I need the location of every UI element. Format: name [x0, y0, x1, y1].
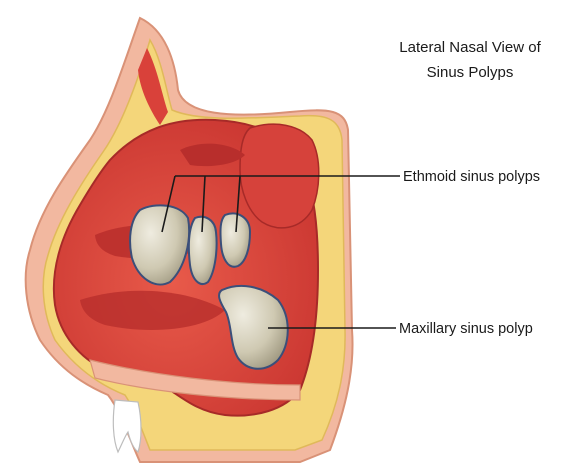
ethmoid-label: Ethmoid sinus polyps: [403, 169, 540, 185]
title-line-1: Lateral Nasal View of: [399, 39, 541, 56]
maxillary-label: Maxillary sinus polyp: [399, 321, 533, 337]
ethmoid-polyp-3: [220, 214, 250, 267]
title-line-2: Sinus Polyps: [427, 64, 514, 81]
tooth: [113, 400, 141, 452]
